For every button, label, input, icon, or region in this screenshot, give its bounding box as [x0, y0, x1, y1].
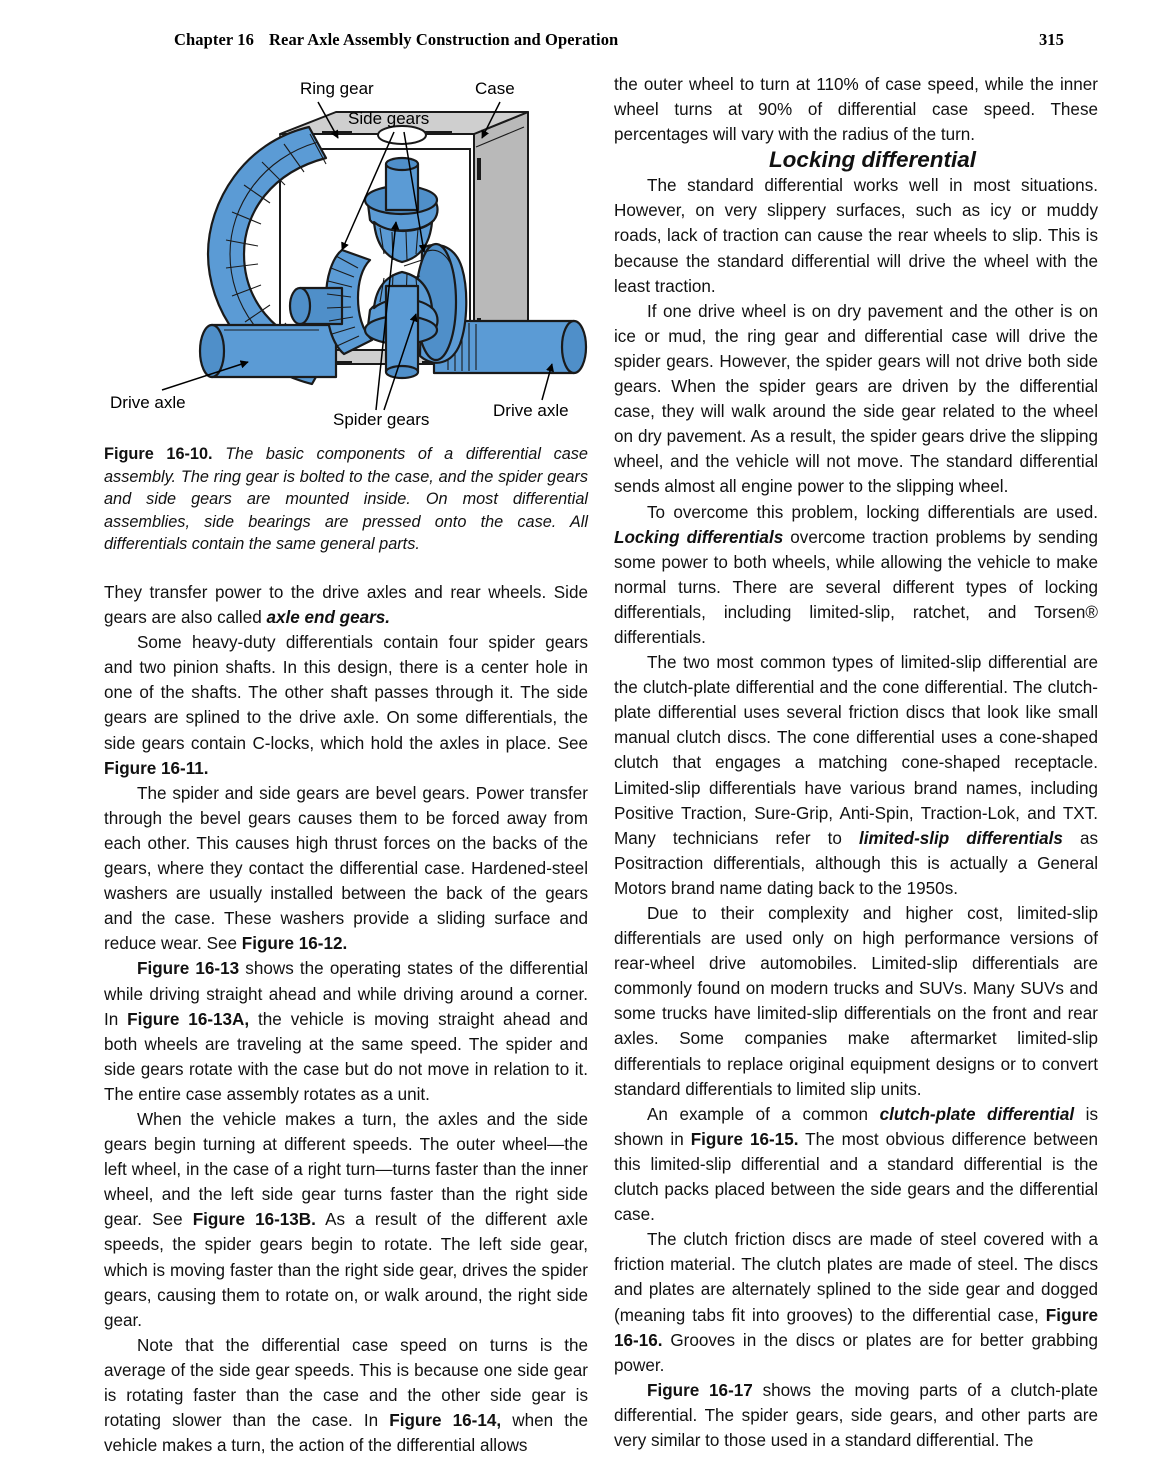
- text-run: clutch-plate differential: [879, 1104, 1075, 1124]
- paragraph: Some heavy-duty differentials contain fo…: [104, 630, 588, 781]
- body-column-right: the outer wheel to turn at 110% of case …: [614, 72, 1098, 1453]
- text-run: They transfer power to the drive axles a…: [104, 583, 588, 628]
- paragraph: Note that the differential case speed on…: [104, 1333, 588, 1458]
- text-run: The standard differential works well in …: [614, 176, 1098, 296]
- text-run: Locking differentials: [614, 527, 784, 547]
- paragraph: the outer wheel to turn at 110% of case …: [614, 72, 1098, 147]
- running-head: Chapter 16 Rear Axle Assembly Constructi…: [104, 30, 1064, 52]
- body-column-left: They transfer power to the drive axles a…: [104, 580, 588, 1458]
- text-run: Figure 16-17: [647, 1380, 753, 1400]
- differential-case-illustration: .bl { fill:#5b9bd5; stroke:#1a1a1a; stro…: [104, 72, 588, 434]
- label-side-gears: Side gears: [348, 109, 429, 128]
- figure-caption-number: Figure 16-10.: [104, 445, 213, 463]
- text-run: To overcome this problem, locking differ…: [647, 502, 1098, 522]
- paragraph: To overcome this problem, locking differ…: [614, 500, 1098, 651]
- text-run: overcome traction problems by sending so…: [614, 527, 1098, 647]
- text-run: The clutch friction discs are made of st…: [614, 1230, 1098, 1325]
- paragraph: Due to their complexity and higher cost,…: [614, 901, 1098, 1102]
- text-run: Figure 16-15.: [690, 1129, 799, 1149]
- text-run: axle end gears.: [266, 608, 391, 628]
- label-ring-gear: Ring gear: [300, 79, 374, 98]
- paragraph: The clutch friction discs are made of st…: [614, 1227, 1098, 1378]
- text-run: the vehicle is moving straight ahead and…: [104, 1009, 588, 1104]
- paragraph: An example of a common clutch-plate diff…: [614, 1102, 1098, 1227]
- leader-side-gear-left: [341, 131, 395, 251]
- paragraph: When the vehicle makes a turn, the axles…: [104, 1107, 588, 1333]
- figure-caption: Figure 16-10. The basic components of a …: [104, 443, 588, 556]
- text-run: limited-slip differentials: [859, 828, 1063, 848]
- label-drive-axle-left: Drive axle: [110, 393, 186, 412]
- leader-side-gear-right: [403, 131, 427, 253]
- leader-case: [481, 101, 501, 139]
- text-run: Figure 16-11.: [104, 758, 209, 778]
- leader-spider-gear-top: [375, 221, 400, 411]
- text-run: the outer wheel to turn at 110% of case …: [614, 75, 1098, 145]
- figure-callouts: Ring gear Case Side gears Spider gears D…: [110, 79, 569, 429]
- text-run: Figure 16-12.: [241, 934, 348, 954]
- drive-axle-right: [432, 319, 588, 375]
- paragraph: The standard differential works well in …: [614, 173, 1098, 298]
- text-run: If one drive wheel is on dry pavement an…: [614, 301, 1098, 497]
- text-run: Grooves in the discs or plates are for b…: [614, 1330, 1098, 1375]
- page-number: 315: [1038, 30, 1064, 49]
- paragraph: If one drive wheel is on dry pavement an…: [614, 299, 1098, 500]
- text-run: is shown in: [614, 1104, 1098, 1149]
- paragraph: The spider and side gears are bevel gear…: [104, 781, 588, 957]
- leader-spider-gear-bottom: [383, 313, 418, 411]
- label-case: Case: [475, 79, 515, 98]
- text-run: Due to their complexity and higher cost,…: [614, 904, 1098, 1099]
- section-heading-locking-differential: Locking differential: [768, 147, 977, 173]
- leader-drive-axle-right: [541, 363, 554, 401]
- paragraph: The two most common types of limited-sli…: [614, 650, 1098, 901]
- text-run: Some heavy-duty differentials contain fo…: [104, 633, 588, 753]
- text-run: shows the moving parts of a clutch-plate…: [614, 1380, 1099, 1450]
- text-run: Figure 16-13B.: [192, 1210, 316, 1230]
- leader-ring-gear: [317, 101, 339, 139]
- side-gear-left: [288, 248, 374, 356]
- text-run: Figure 16-13A,: [127, 1009, 250, 1029]
- text-run: As a result of the different axle speeds…: [104, 1210, 589, 1330]
- text-run: Note that the differential case speed on…: [104, 1335, 588, 1431]
- running-head-chapter: Chapter 16: [174, 30, 254, 49]
- text-run: An example of a common: [647, 1104, 880, 1124]
- label-drive-axle-right: Drive axle: [493, 401, 569, 420]
- paragraph: Figure 16-13 shows the operating states …: [104, 956, 588, 1107]
- text-run: when the vehicle makes a turn, the actio…: [104, 1411, 588, 1456]
- paragraph: Figure 16-17 shows the moving parts of a…: [614, 1378, 1098, 1453]
- text-run: as Positraction differentials, although …: [614, 828, 1098, 898]
- figure-16-10: .bl { fill:#5b9bd5; stroke:#1a1a1a; stro…: [104, 72, 588, 562]
- text-run: Figure 16-16.: [614, 1305, 1098, 1350]
- figure-caption-text: The basic components of a differential c…: [104, 445, 588, 554]
- text-run: When the vehicle makes a turn, the axles…: [104, 1109, 588, 1230]
- text-run: Figure 16-14,: [389, 1411, 502, 1431]
- running-head-title: Rear Axle Assembly Construction and Oper…: [269, 30, 619, 49]
- leader-drive-axle-left: [161, 360, 249, 391]
- drive-axle-left: [198, 323, 338, 379]
- text-run: The two most common types of limited-sli…: [614, 653, 1098, 848]
- text-run: shows the operating states of the differ…: [104, 959, 588, 1029]
- paragraph: They transfer power to the drive axles a…: [104, 580, 588, 630]
- text-run: The most obvious difference between this…: [614, 1129, 1098, 1225]
- text-run: The spider and side gears are bevel gear…: [104, 783, 588, 954]
- text-run: Figure 16-13: [137, 959, 240, 979]
- label-spider-gears: Spider gears: [333, 410, 429, 429]
